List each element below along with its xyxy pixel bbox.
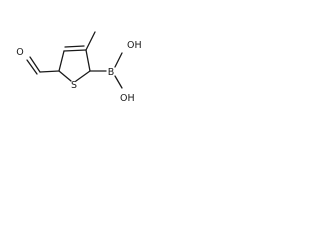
atom-label-hydroxyl-bottom: OH	[120, 93, 135, 104]
bond-boron-oh-bottom	[114, 75, 123, 89]
atom-label-sulfur: S	[71, 80, 77, 91]
bond-formyl-co-double	[26, 59, 38, 75]
bond-c4-c5	[58, 50, 65, 72]
bond-c5-formyl-carbon	[39, 70, 60, 73]
atom-label-boron: B	[108, 67, 115, 78]
bond-c2-c3	[85, 49, 91, 72]
atom-label-aldehyde-oxygen: O	[16, 47, 23, 58]
atom-label-hydroxyl-top: OH	[127, 40, 142, 51]
bond-boron-oh-top	[114, 52, 123, 68]
bond-s1-c2	[75, 70, 91, 82]
bond-c3-c4-double	[64, 45, 85, 48]
bond-methyl	[85, 31, 96, 51]
bond-c3-c4	[63, 49, 87, 52]
chemical-structure: O S B OH OH	[16, 31, 142, 104]
bond-formyl-co	[29, 56, 41, 73]
bond-c5-s1	[58, 70, 72, 82]
